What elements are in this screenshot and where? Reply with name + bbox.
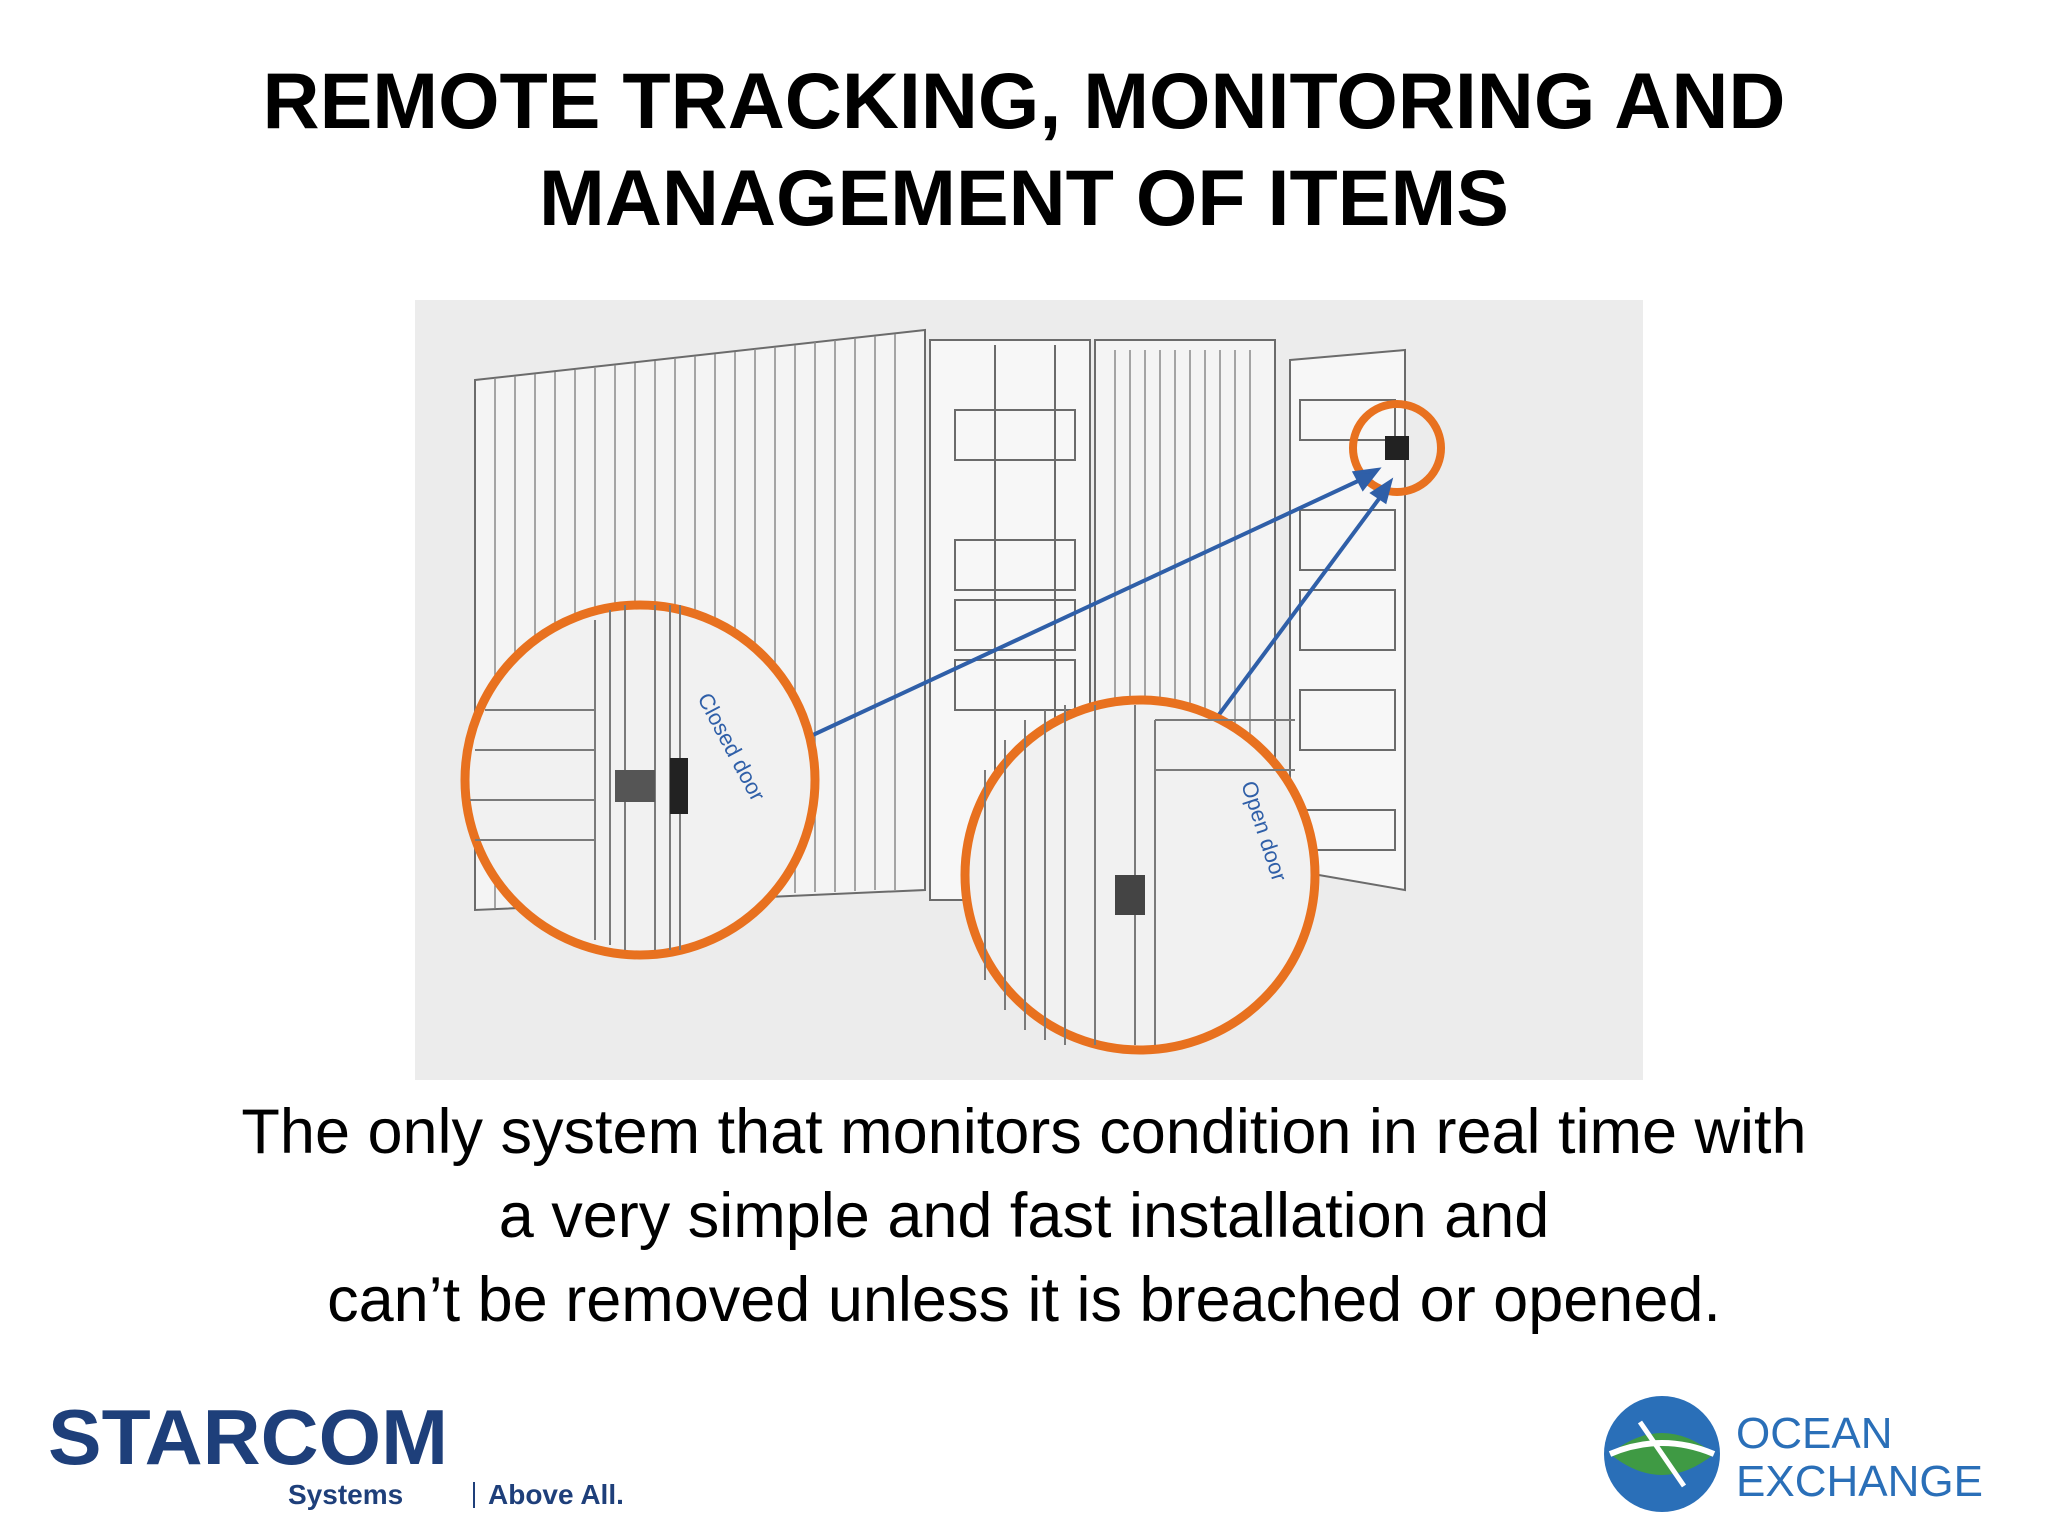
container-open-door [1289,348,1406,892]
slide-title: REMOTE TRACKING, MONITORING AND MANAGEME… [0,52,2048,246]
ocean-exchange-globe-icon [1604,1396,1720,1512]
description-line-3: can’t be removed unless it is breached o… [327,1265,1721,1335]
sensor-highlight-ring [1349,400,1445,496]
title-line-2: MANAGEMENT OF ITEMS [539,153,1509,242]
ocean-exchange-logo: OCEAN EXCHANGE [1600,1392,2020,1522]
ocean-exchange-line-2: EXCHANGE [1736,1457,1983,1506]
description-text: The only system that monitors condition … [0,1090,2048,1342]
starcom-logo: STARCOM Systems Above All. [48,1392,688,1522]
pointer-arrows [784,467,1394,750]
description-line-1: The only system that monitors condition … [241,1097,1807,1167]
title-line-1: REMOTE TRACKING, MONITORING AND [262,56,1786,145]
container-illustration: Closed door Open door [415,300,1643,1080]
sensor-device [1385,436,1409,460]
starcom-tagline-aboveall: Above All. [488,1479,624,1510]
ocean-exchange-line-1: OCEAN [1736,1409,1892,1458]
closed-door-zoom: Closed door [460,600,820,960]
container-drawing: Closed door Open door [460,328,1445,1055]
open-door-zoom: Open door [960,695,1320,1055]
description-line-2: a very simple and fast installation and [498,1181,1550,1251]
starcom-tagline-systems: Systems [288,1479,403,1510]
starcom-wordmark: STARCOM [48,1393,448,1481]
